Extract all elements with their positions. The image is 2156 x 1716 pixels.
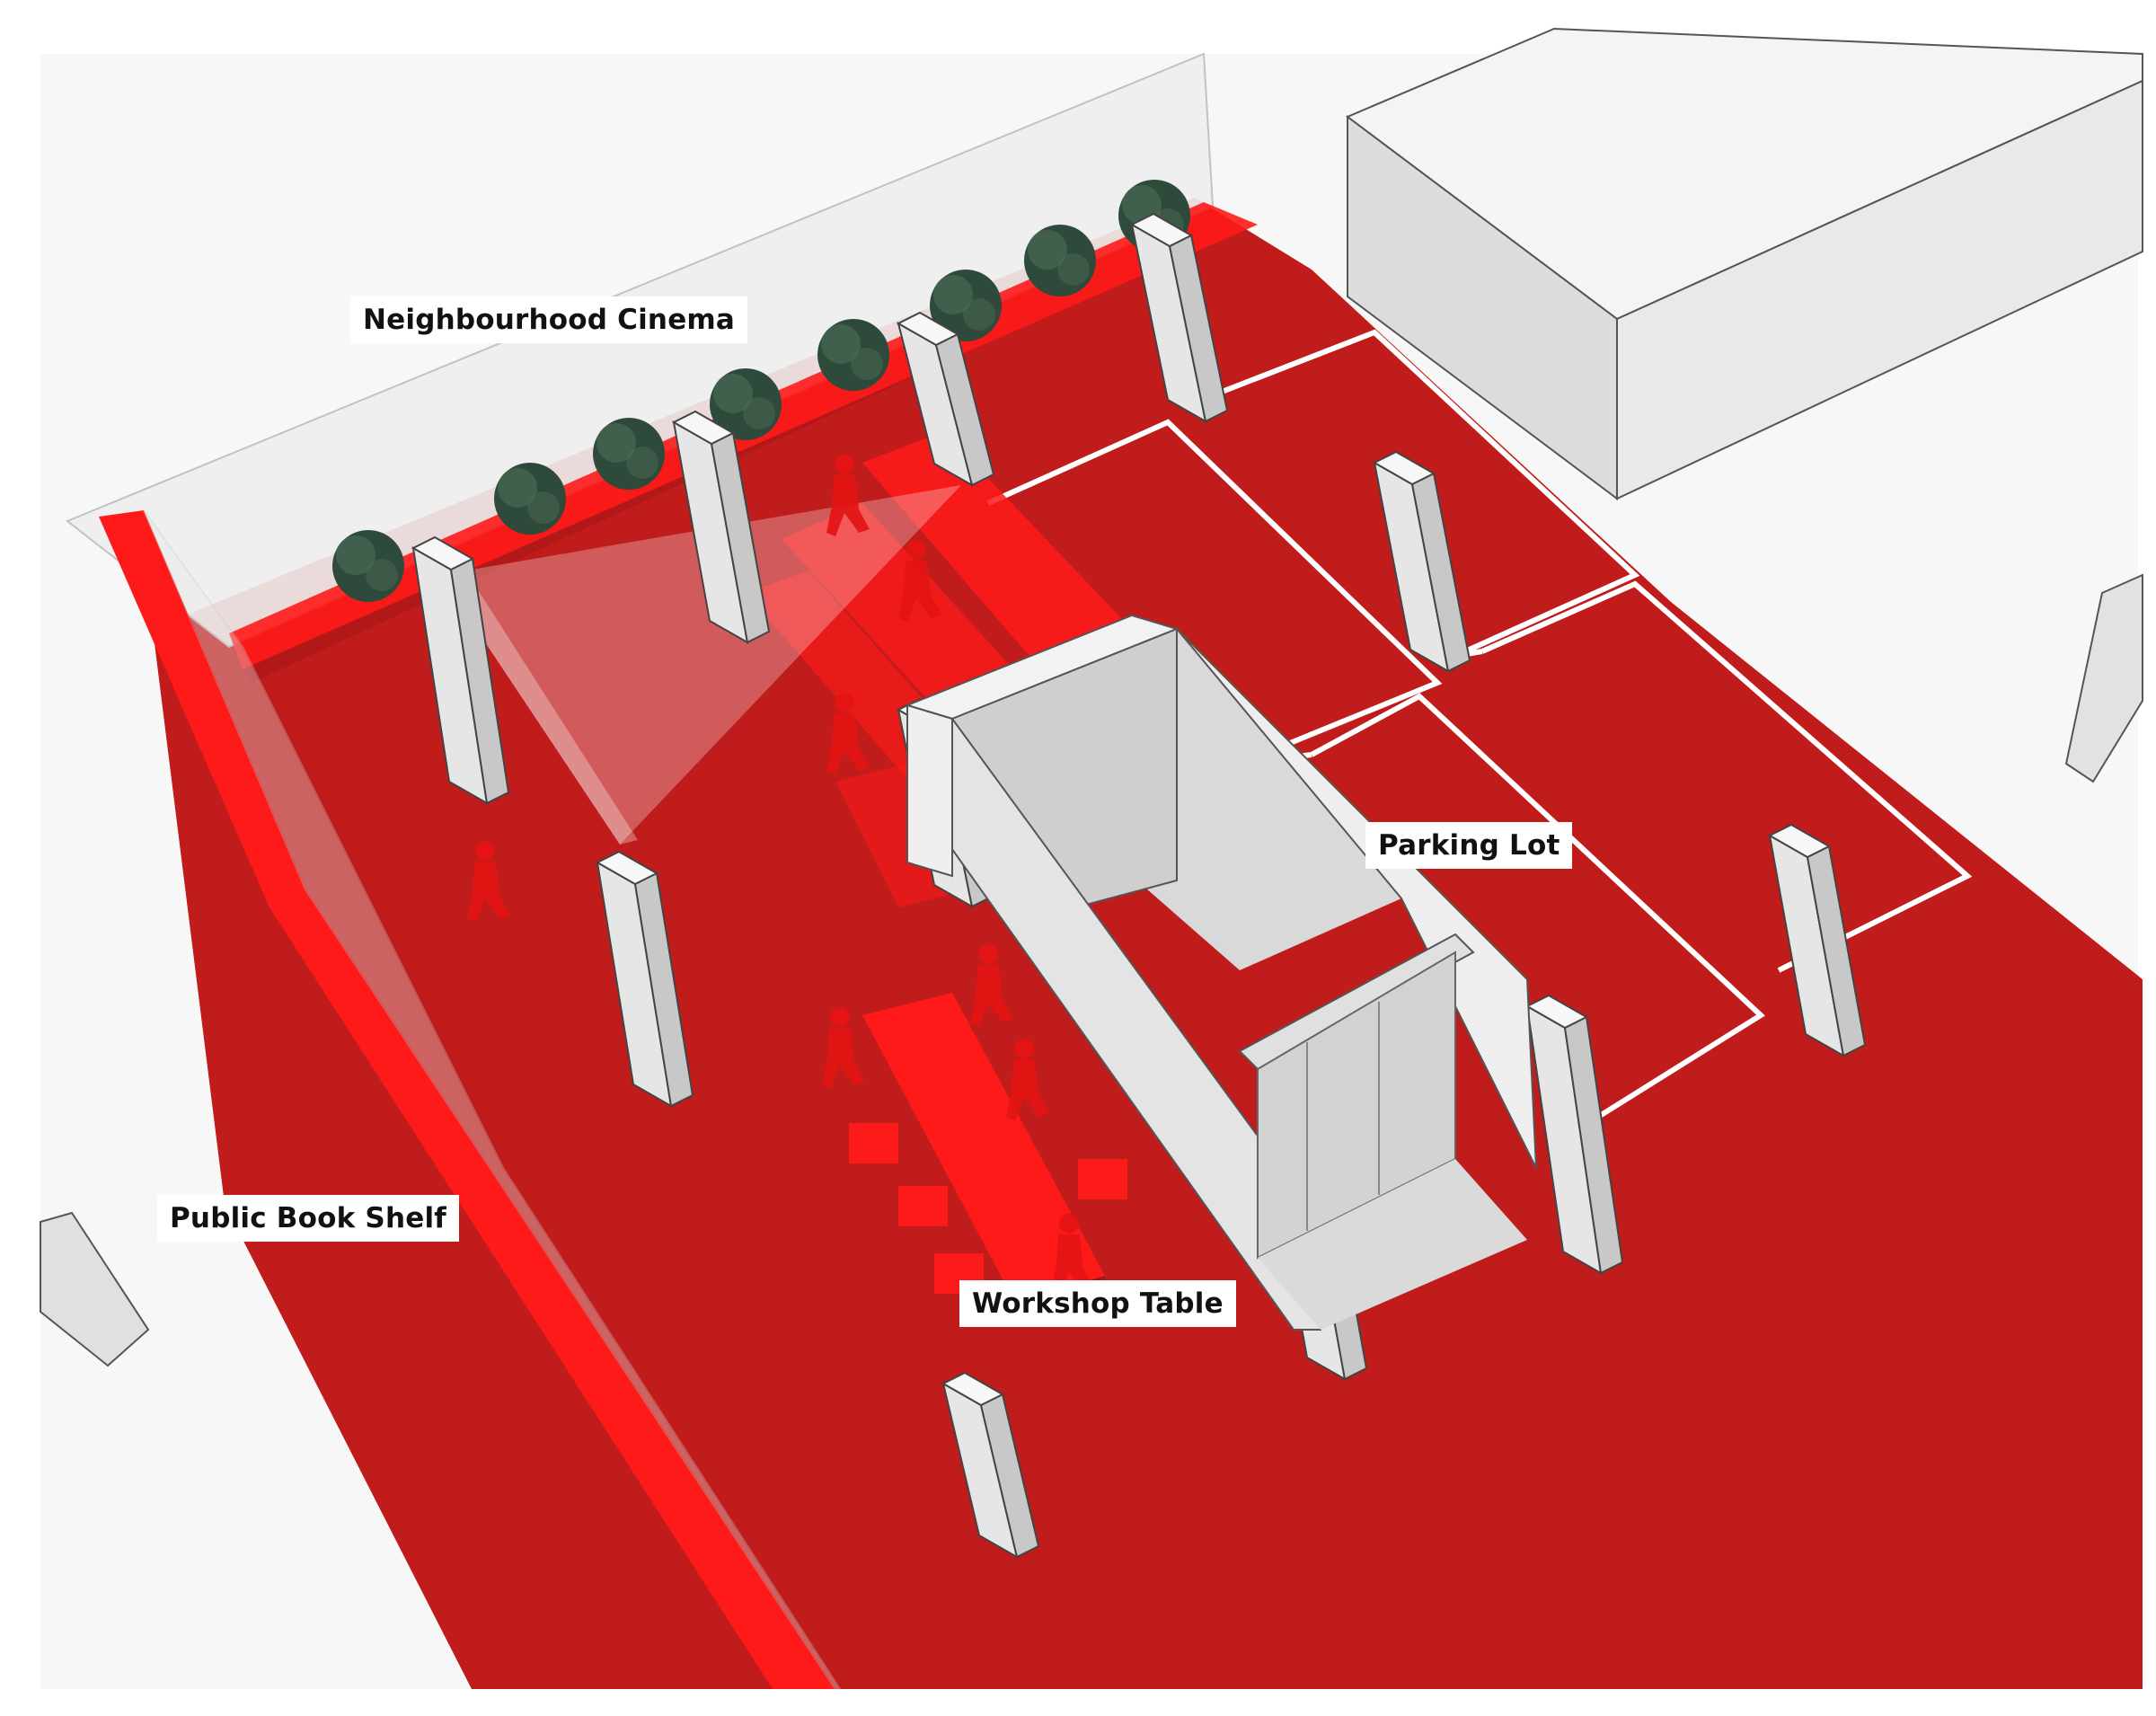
person-figure bbox=[467, 841, 510, 923]
tree bbox=[494, 463, 566, 535]
block-right bbox=[2064, 573, 2143, 783]
tree bbox=[332, 530, 404, 602]
pillar bbox=[595, 850, 694, 1108]
projection-screen bbox=[440, 566, 638, 845]
container-partition bbox=[1238, 933, 1475, 1071]
person-figure bbox=[1006, 1039, 1049, 1120]
trees bbox=[332, 180, 1190, 602]
tree bbox=[930, 270, 1002, 341]
pillar bbox=[671, 410, 771, 644]
pillar bbox=[941, 1371, 1040, 1560]
pillar bbox=[1524, 994, 1624, 1275]
label-neighbourhood-cinema: Neighbourhood Cinema bbox=[350, 296, 748, 343]
building-side bbox=[1616, 79, 2143, 500]
pillar bbox=[1767, 823, 1867, 1057]
tree bbox=[710, 368, 782, 440]
person-figure bbox=[970, 944, 1013, 1026]
container-box bbox=[904, 614, 1537, 1331]
person-figure bbox=[898, 540, 941, 622]
label-parking-lot: Parking Lot bbox=[1365, 822, 1573, 869]
pillar bbox=[1372, 450, 1471, 673]
tree bbox=[593, 418, 665, 490]
person-figure bbox=[826, 693, 870, 774]
block-left bbox=[40, 1211, 150, 1367]
left-wall-strip bbox=[99, 510, 835, 1689]
label-workshop-table: Workshop Table bbox=[959, 1280, 1236, 1327]
left-wall-glass bbox=[143, 509, 842, 1690]
person-figure bbox=[822, 1007, 865, 1089]
pillar bbox=[1129, 212, 1229, 423]
red-ground bbox=[153, 198, 2143, 1689]
pillar bbox=[896, 311, 995, 488]
label-public-book-shelf: Public Book Shelf bbox=[157, 1195, 459, 1242]
pillar bbox=[411, 535, 510, 805]
tree bbox=[817, 319, 889, 391]
tree bbox=[1024, 225, 1096, 296]
person-figure bbox=[826, 455, 870, 536]
projection-beam bbox=[440, 485, 961, 845]
container-lower-floor bbox=[1258, 1159, 1527, 1330]
